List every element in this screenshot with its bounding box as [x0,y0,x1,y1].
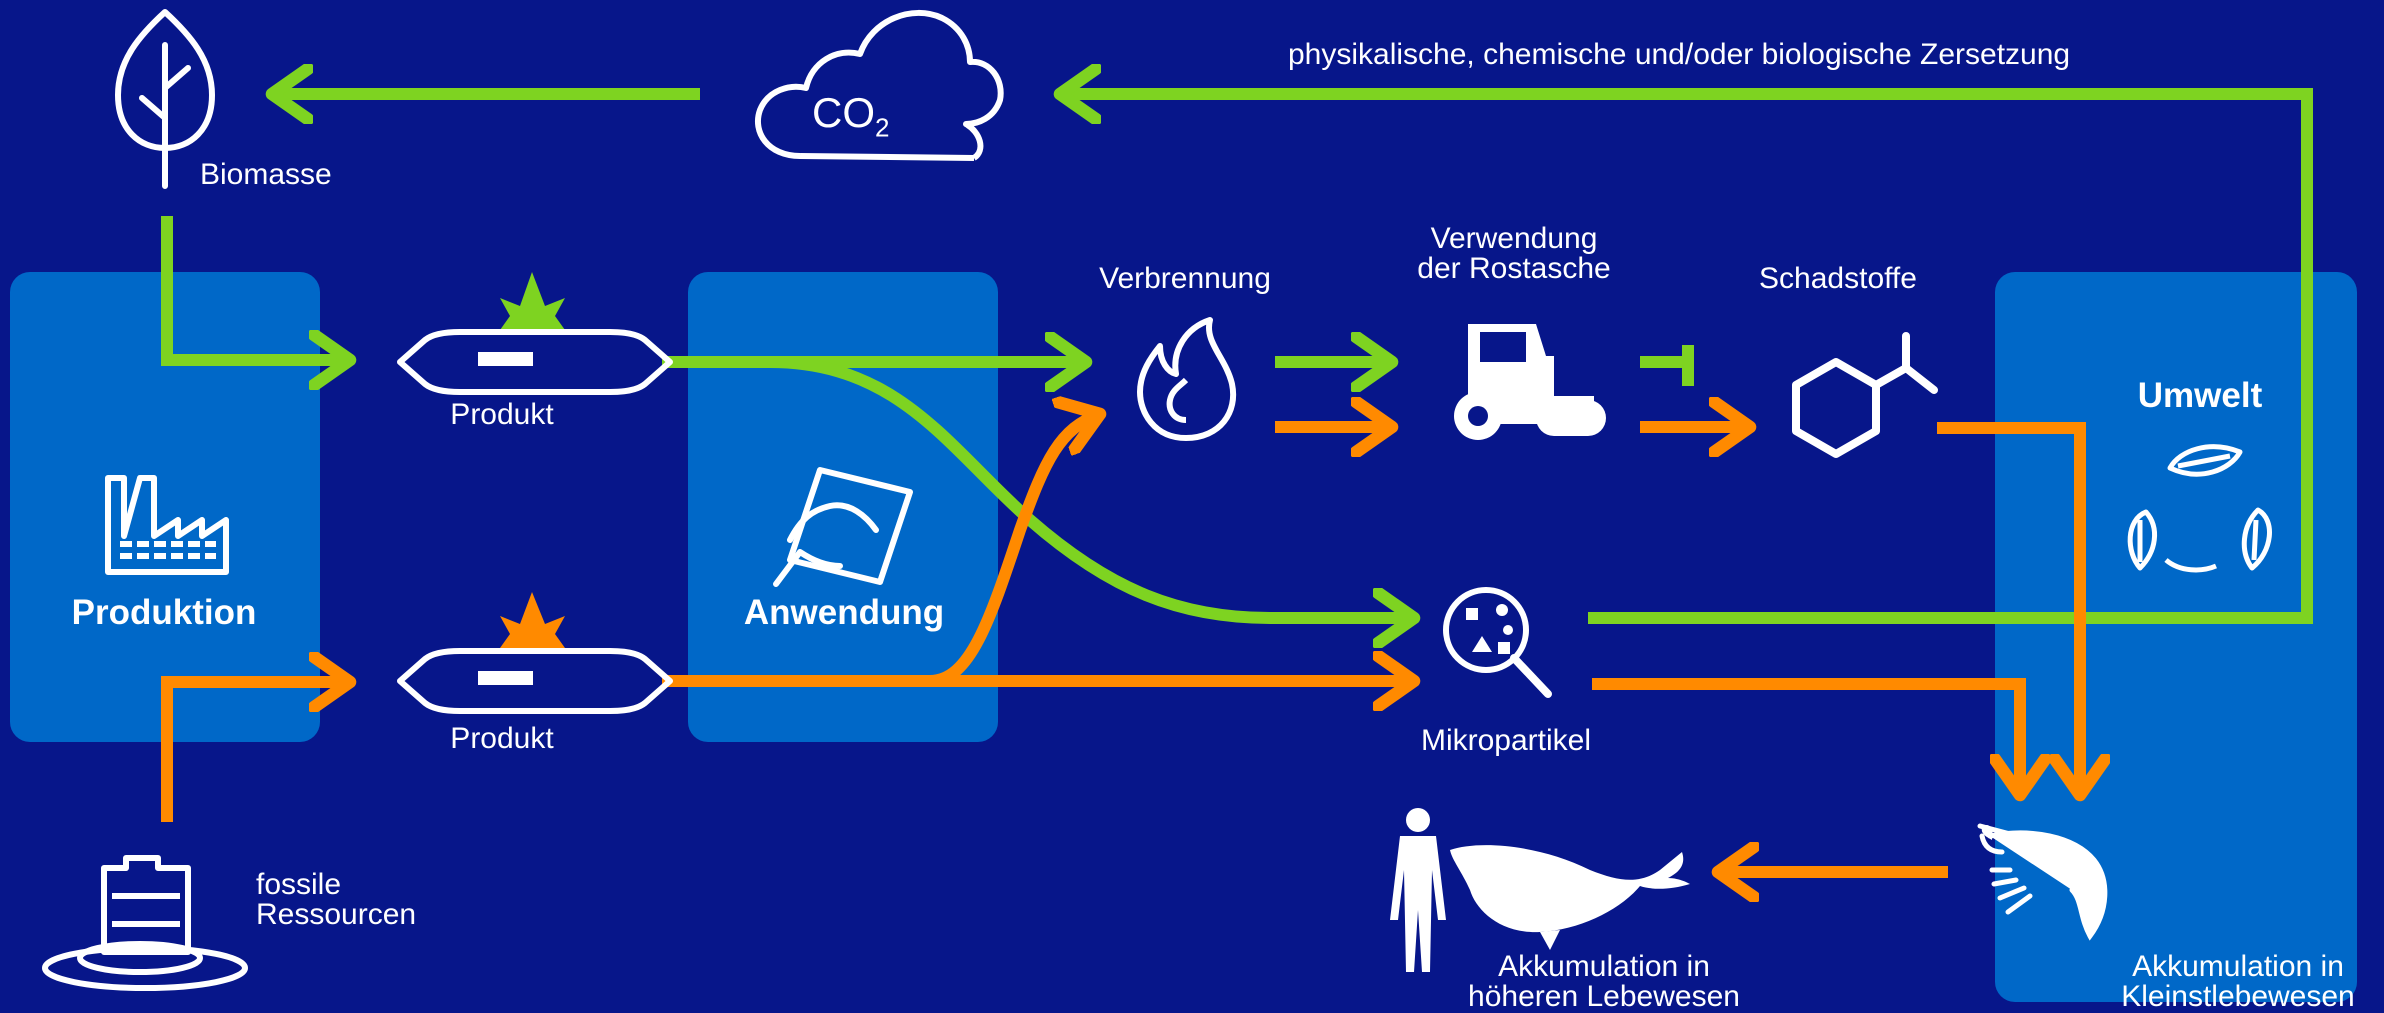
flow-product-to-incineration-orange [929,414,1100,687]
tree-icon [115,9,215,189]
flow-fossil-to-product [161,682,350,822]
pollutants-label: Schadstoffe [1759,262,1917,295]
acc-higher-label-line1: Akkumulation in [1498,950,1710,983]
application-label: Anwendung [743,593,945,632]
flow-pollutants-to-microorganisms [1937,422,2080,795]
shrimp-icon [1977,823,2108,941]
fossil-label-line2: Ressourcen [256,898,417,931]
molecule-icon [1792,332,1938,458]
whale-icon [1450,845,1690,950]
product-bottom-label: Produkt [450,722,554,755]
co2-label: CO2 [812,92,889,148]
flow-microparticles-to-microorganisms [1592,678,2020,795]
flow-blocked [1640,345,1694,386]
wet-wipe-pack-icon [397,272,673,395]
product-top-label: Produkt [450,398,554,431]
production-panel [10,272,320,742]
leaves-recycle-icon [2127,444,2272,573]
decomposition-label: physikalische, chemische und/oder biolog… [1288,38,2071,71]
human-icon [1390,808,1446,972]
flow-biomass-to-product [161,216,350,360]
biomass-label: Biomasse [200,158,332,191]
flame-icon [1137,317,1237,441]
co2-subscript: 2 [875,112,890,143]
hand-wiping-icon [773,467,913,587]
acc-higher-label-line2: höheren Lebewesen [1468,980,1740,1013]
fossil-label-line1: fossile [256,868,342,901]
environment-label: Umwelt [2137,376,2263,415]
oil-barrel-icon [42,855,248,991]
acc-micro-label-line2: Kleinstlebewesen [2121,980,2355,1013]
wet-wipe-pack-icon [397,592,673,714]
road-roller-icon [1454,324,1606,440]
ash-use-label-line2: der Rostasche [1417,252,1611,285]
acc-micro-label-line1: Akkumulation in [2132,950,2344,983]
incineration-label: Verbrennung [1099,262,1271,295]
factory-icon [105,475,229,575]
production-label: Produktion [71,593,257,632]
microscope-particles-icon [1443,587,1552,698]
ash-use-label-line1: Verwendung [1430,222,1598,255]
microparticles-label: Mikropartikel [1420,724,1592,757]
co2-main: CO [812,89,875,136]
flow-microparticles-to-co2 [1060,94,2313,624]
co2-cloud-icon [755,9,1004,161]
